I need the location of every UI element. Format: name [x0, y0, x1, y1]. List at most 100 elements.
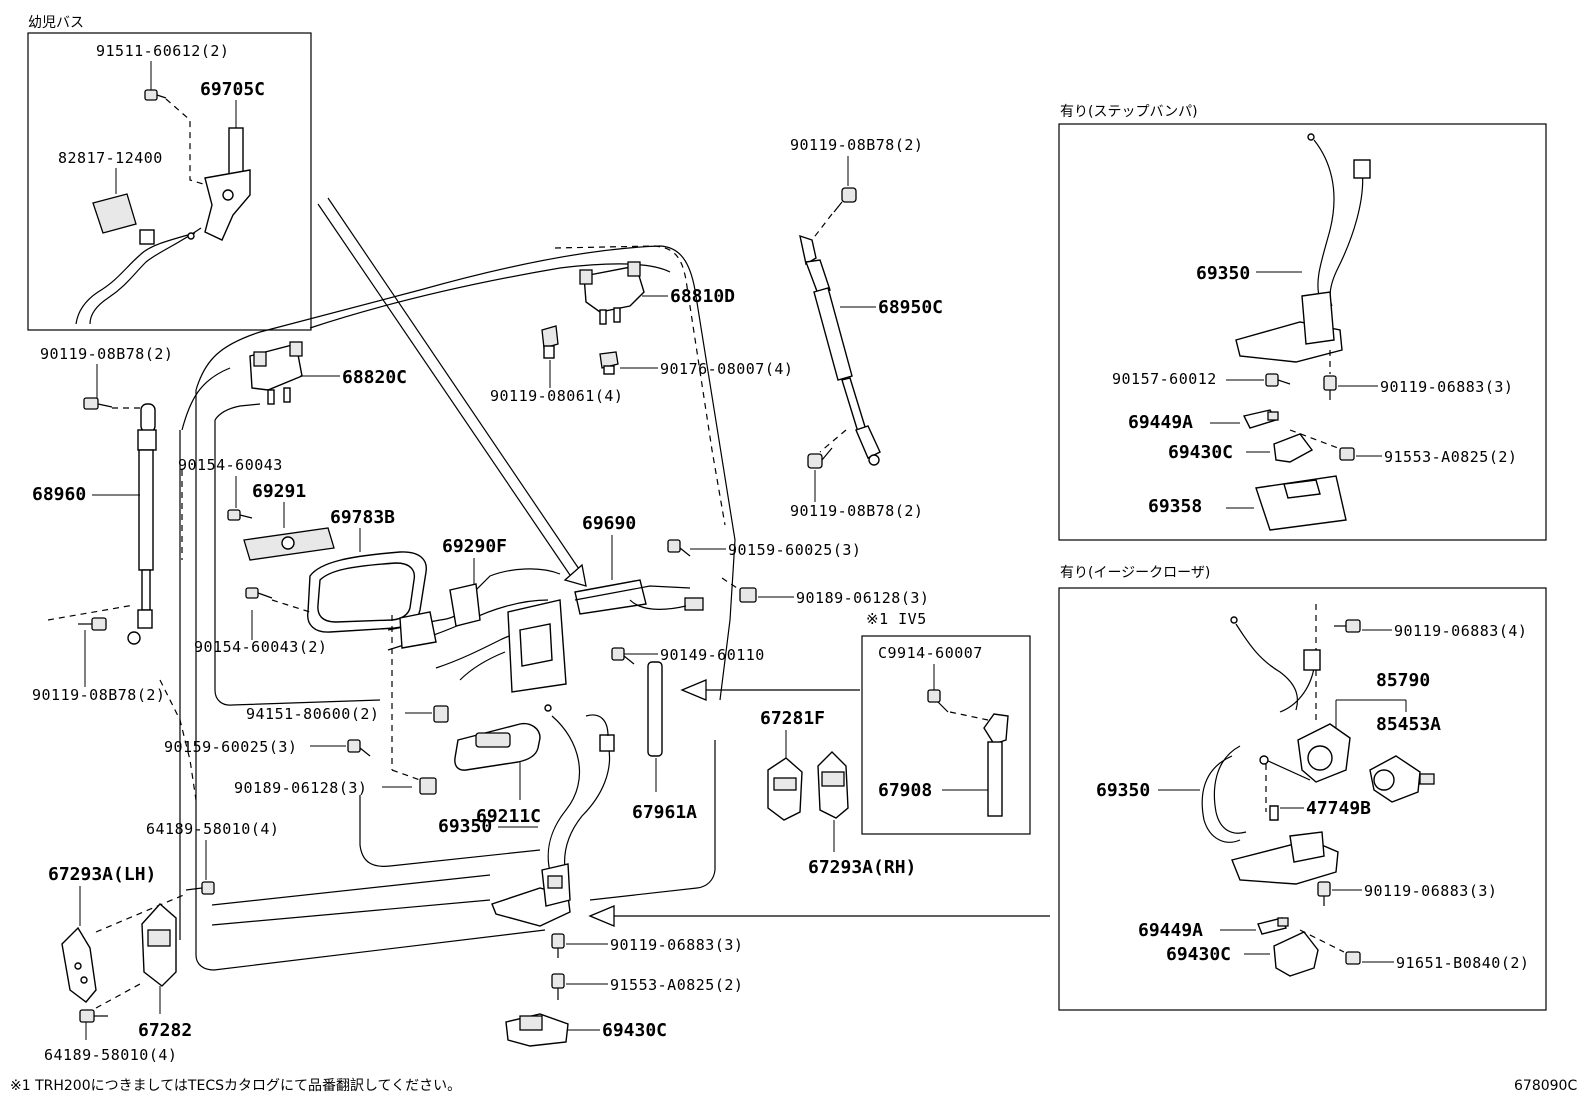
back-door-panel [159, 245, 736, 971]
bolt-icon [144, 89, 167, 101]
part-label: 68820C [342, 367, 407, 388]
inset-kindergarten-bus: 幼児バス 91511-60612(2) 69705C 82817-12400 [27, 15, 312, 331]
part-label: 69449A [1138, 920, 1203, 941]
part-label: 67293A(LH) [48, 864, 156, 885]
part-label: C9914-60007 [878, 644, 983, 662]
part-label: 90154-60043(2) [194, 638, 327, 656]
clip-icon [419, 777, 437, 795]
callout-arrow [317, 197, 587, 587]
part-label: 69783B [330, 507, 395, 528]
bottom-fasteners: 90119-06883(3) 91553-A0825(2) 69430C [505, 905, 1050, 1047]
part-label: 91553-A0825(2) [610, 976, 743, 994]
screw-icon [667, 539, 691, 557]
part-label: 90119-08B78(2) [32, 686, 165, 704]
wire-harness-icon [75, 227, 202, 325]
bumper-rh-group: 67281F 67293A(RH) [760, 708, 916, 878]
part-label: 90119-08B78(2) [790, 136, 923, 154]
gas-strut-left: 90119-08B78(2) 68960 90119-08B78(2) [32, 345, 173, 704]
inset-frame [1058, 123, 1547, 541]
bolt-icon [79, 1009, 108, 1023]
bolt-icon [83, 397, 113, 410]
bumper-lh-group: 64189-58010(4) 67293A(LH) 67282 64189-58… [44, 820, 279, 1064]
clip-icon [739, 587, 757, 603]
lower-left-fasteners: 94151-80600(2) 90159-60025(3) 90189-0612… [164, 615, 449, 797]
screw-icon [245, 587, 273, 599]
part-label: 90176-08007(4) [660, 360, 793, 378]
part-label: 69211C [476, 806, 541, 827]
part-label: 90119-08061(4) [490, 387, 623, 405]
part-label: 69358 [1148, 496, 1202, 517]
handle-69211c: 69211C [454, 704, 552, 827]
screw-icon [611, 647, 635, 665]
part-label: 68960 [32, 484, 86, 505]
bolt-icon [833, 187, 857, 213]
part-label: 69430C [1168, 442, 1233, 463]
part-label: 69291 [252, 481, 306, 502]
inset-title: 有り(イージークローザ) [1060, 565, 1210, 581]
inset-easy-closer: 有り(イージークローザ) 90119-06883(4) 85790 85453A… [1058, 565, 1547, 1011]
bolt-icon [1323, 375, 1337, 400]
lock-rod-assembly: 69290F 69690 [387, 513, 704, 693]
part-label: 64189-58010(4) [44, 1046, 177, 1064]
part-label: 69430C [1166, 944, 1231, 965]
bolt-icon [78, 617, 107, 631]
part-label: 94151-80600(2) [246, 705, 379, 723]
part-label: 67293A(RH) [808, 857, 916, 878]
bolt-icon [1334, 619, 1361, 633]
screw-icon [347, 739, 371, 757]
part-label: 90119-06883(3) [1380, 378, 1513, 396]
screw-icon [227, 509, 253, 521]
hinge-68810d: 68810D 90119-08061(4) 90176-08007(4) [490, 261, 793, 405]
part-label: 90154-60043 [178, 456, 283, 474]
part-label: 69350 [1196, 263, 1250, 284]
part-label: 90157-60012 [1112, 370, 1217, 388]
part-label: 69430C [602, 1020, 667, 1041]
figure-id: 678090C [1514, 1078, 1577, 1094]
part-label: 67961A [632, 802, 697, 823]
part-label: 85790 [1376, 670, 1430, 691]
part-label: 67282 [138, 1020, 192, 1041]
bolt-icon [551, 973, 565, 1000]
inset-title: 有り(ステップバンパ) [1060, 104, 1198, 120]
part-label: 90149-60110 [660, 646, 765, 664]
part-label: 69350 [438, 816, 492, 837]
hinge-68820c: 68820C [249, 341, 407, 405]
license-lamp-group: 90154-60043 69291 69783B 90154-60043(2) [178, 456, 427, 656]
part-label: 85453A [1376, 714, 1441, 735]
part-label: 82817-12400 [58, 149, 163, 167]
part-label: 90119-06883(3) [1364, 882, 1497, 900]
label-plate-icon [92, 193, 137, 234]
part-label: 91511-60612(2) [96, 42, 229, 60]
bolt-icon [1345, 951, 1361, 965]
inset-step-bumper: 有り(ステップバンパ) 69350 90157-60012 90119-0688… [1058, 104, 1547, 541]
part-label: 67281F [760, 708, 825, 729]
bolt-icon [541, 325, 559, 359]
part-label: 90159-60025(3) [728, 541, 861, 559]
part-label: 90119-08B78(2) [40, 345, 173, 363]
screw-icon [927, 689, 949, 713]
inset-title: 幼児バス [28, 15, 84, 31]
part-label: 69705C [200, 79, 265, 100]
bolt-icon [1317, 881, 1331, 906]
part-label: 90119-06883(3) [610, 936, 743, 954]
switch-icon [204, 127, 251, 241]
inset-frame [27, 32, 312, 331]
part-label: 68810D [670, 286, 735, 307]
part-label: 69449A [1128, 412, 1193, 433]
part-label: 90119-06883(4) [1394, 622, 1527, 640]
bolt-icon [1339, 447, 1355, 461]
bolt-icon [807, 447, 833, 469]
nut-icon [433, 705, 449, 723]
part-label: 91553-A0825(2) [1384, 448, 1517, 466]
center-fasteners: 90159-60025(3) 90189-06128(3) 90149-6011… [611, 539, 929, 665]
gas-strut-right: 90119-08B78(2) 68950C 90119-08B78(2) [790, 136, 943, 520]
inset-frame [1058, 587, 1547, 1011]
footnote: ※1 TRH200につきましてはTECSカタログにて品番翻訳してください。 [10, 1078, 461, 1094]
part-label: 69690 [582, 513, 636, 534]
inset-title: ※1 IV5 [866, 610, 927, 628]
part-label: 68950C [878, 297, 943, 318]
part-label: 67908 [878, 780, 932, 801]
latch-cable-assembly: 69350 [438, 714, 615, 927]
part-label: 90119-08B78(2) [790, 502, 923, 520]
